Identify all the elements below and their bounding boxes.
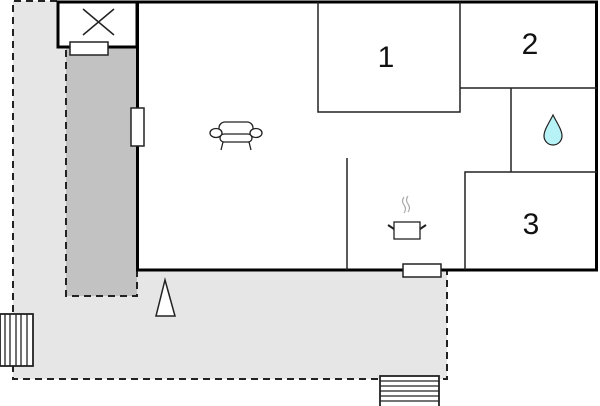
room-label-1: 1 xyxy=(378,41,395,74)
utility-box xyxy=(56,0,139,56)
room-1-walls xyxy=(317,2,461,113)
stairs-west xyxy=(0,313,34,367)
cooking-pot-icon xyxy=(387,195,427,240)
stairs-south xyxy=(379,375,440,406)
window xyxy=(130,107,145,147)
window xyxy=(402,263,442,278)
room-label-3: 3 xyxy=(523,208,540,241)
water-drop-icon xyxy=(543,113,563,146)
room-label-2: 2 xyxy=(522,28,539,61)
covered-area xyxy=(65,47,138,297)
window xyxy=(69,41,109,56)
north-arrow-icon xyxy=(155,277,176,317)
sofa-icon xyxy=(209,121,263,151)
